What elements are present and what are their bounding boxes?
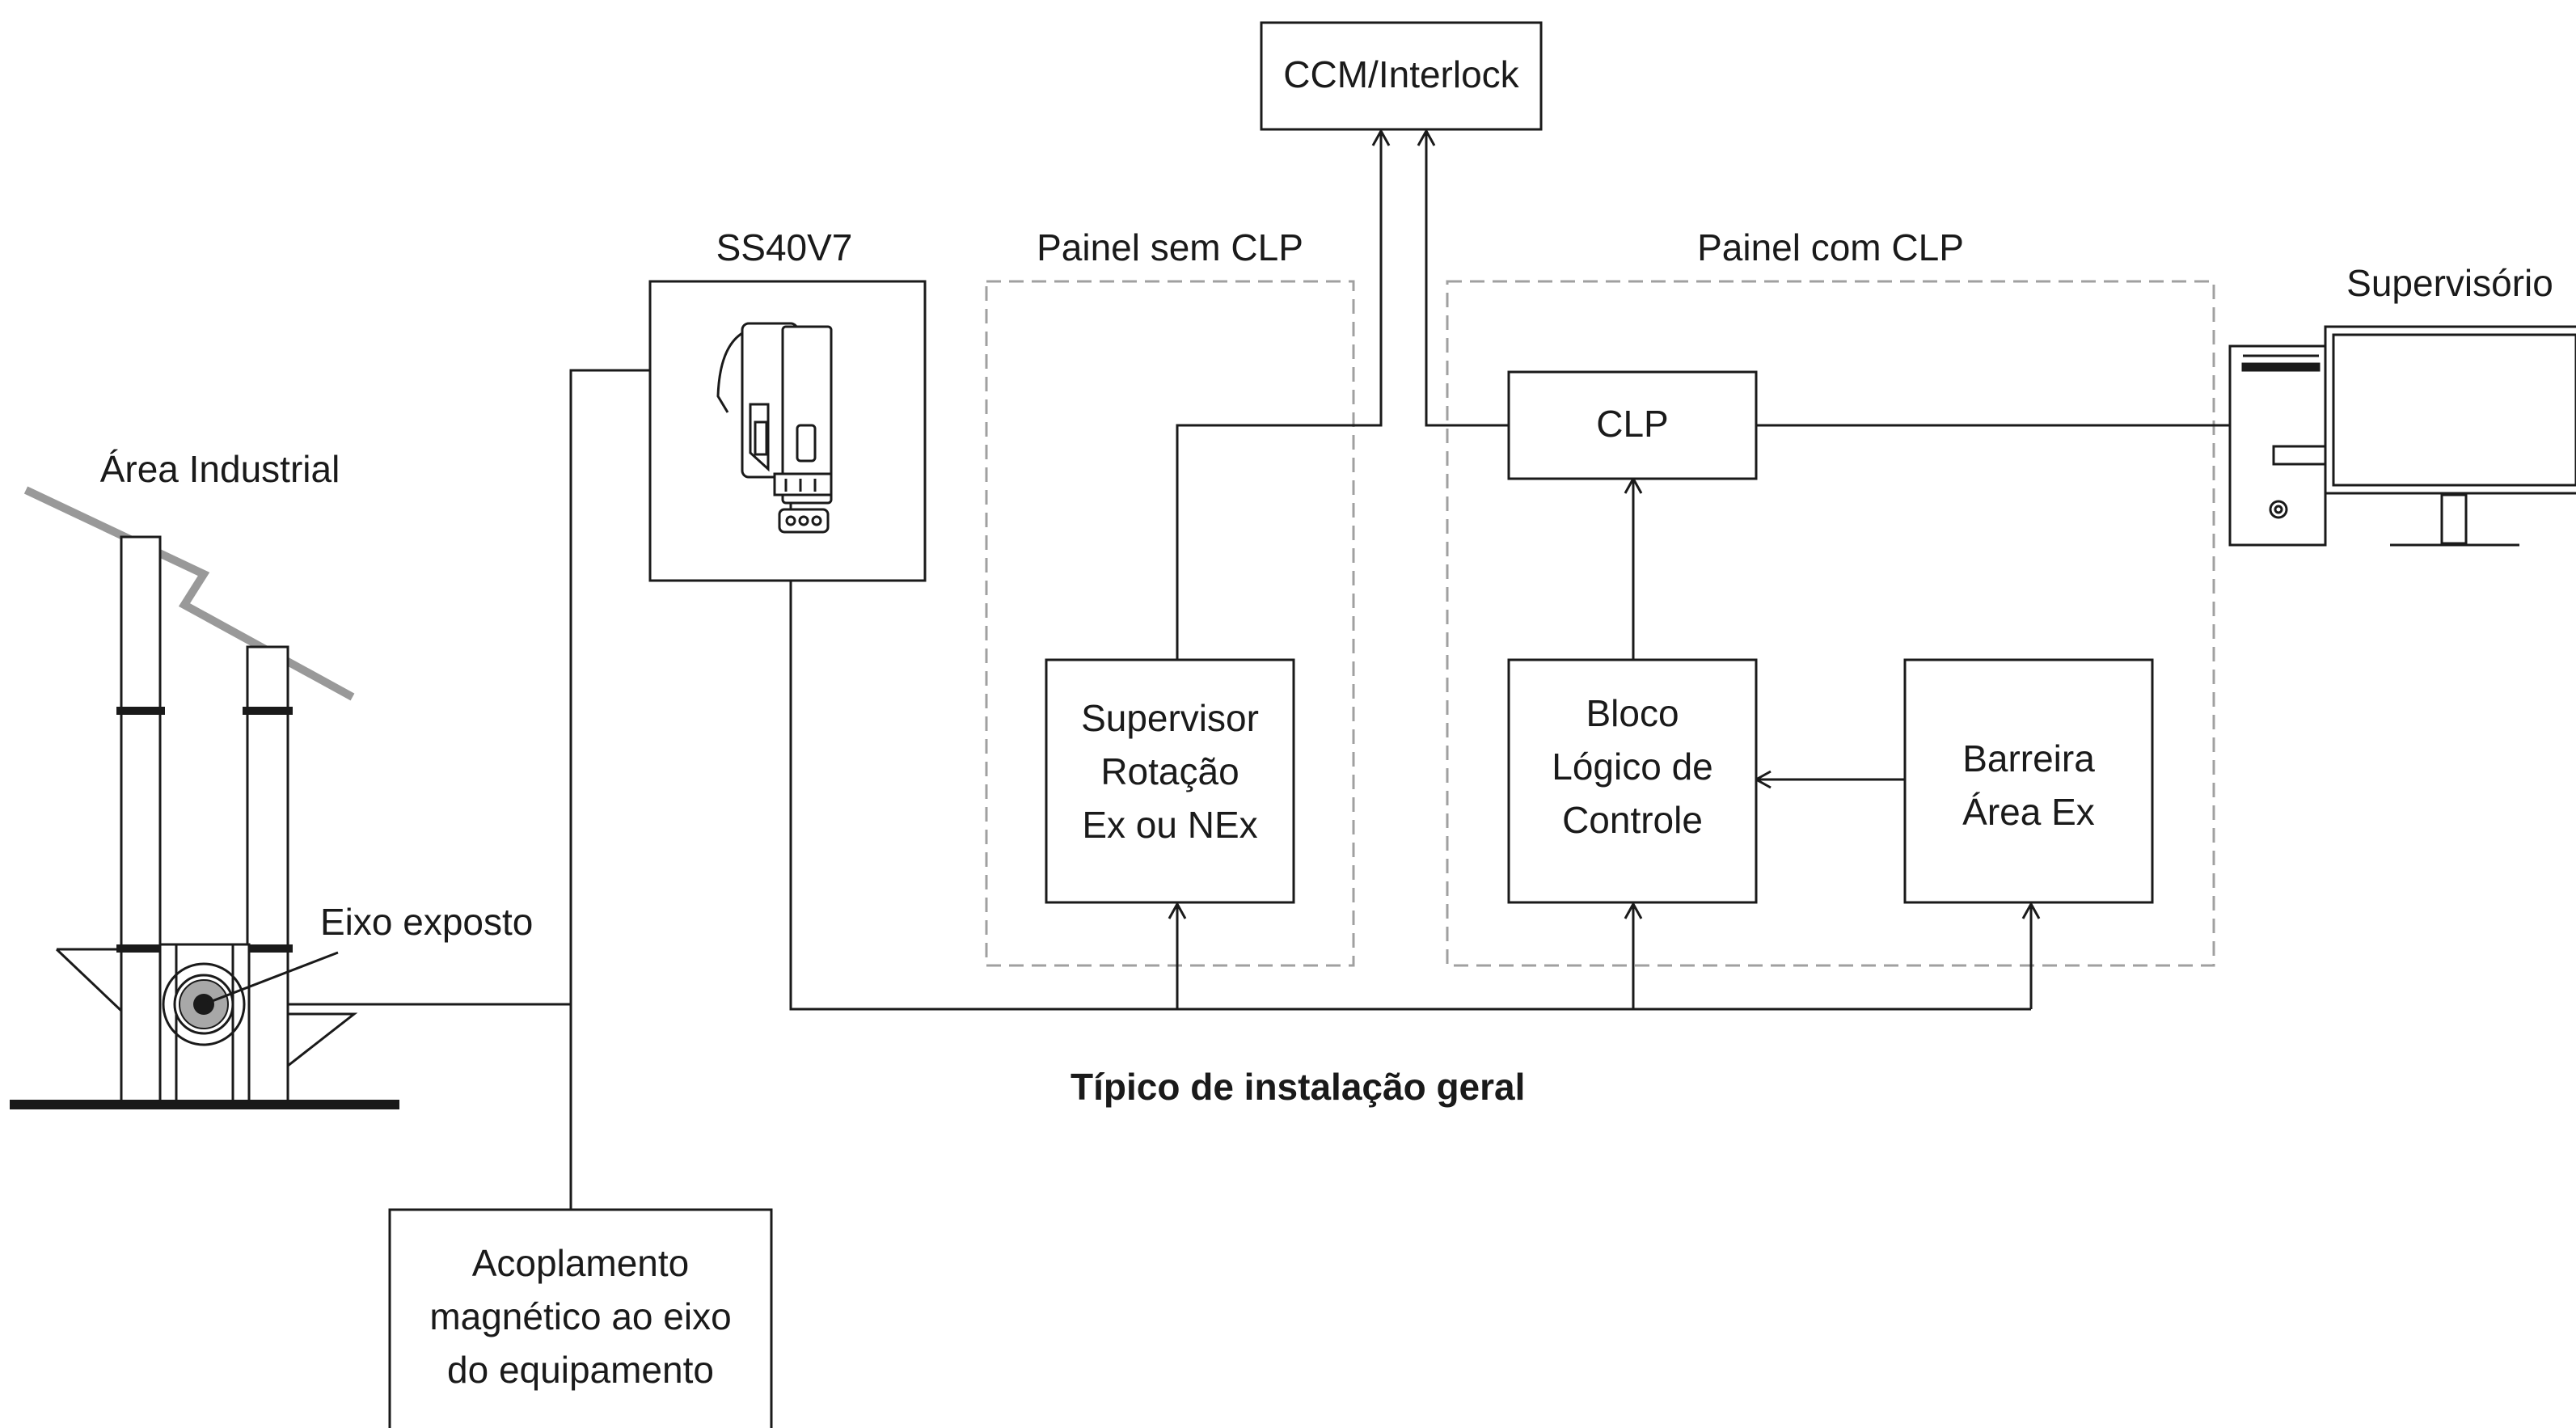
arrowhead-bloco-bottom xyxy=(1624,901,1643,919)
supervisorio-label: Supervisório xyxy=(2346,262,2553,304)
diagram-caption: Típico de instalação geral xyxy=(1071,1066,1525,1108)
ss40v7-label: SS40V7 xyxy=(716,226,853,268)
supervisorio-node: Supervisório xyxy=(2228,262,2576,547)
bloco-line-3: Controle xyxy=(1562,799,1703,841)
supervisor-to-ccm xyxy=(1176,131,1383,660)
acoplamento-line-3: do equipamento xyxy=(447,1349,714,1391)
acoplamento-line-1: Acoplamento xyxy=(472,1242,690,1284)
bloco-line-1: Bloco xyxy=(1586,692,1679,734)
panel-sem-clp: Painel sem CLP xyxy=(985,226,1355,967)
bus-wire xyxy=(789,534,2031,1011)
ccm-interlock-label: CCM/Interlock xyxy=(1283,53,1519,95)
clp-node: CLP xyxy=(1507,370,1758,480)
panel-com-clp-title: Painel com CLP xyxy=(1697,226,1964,268)
supervisor-line-1: Supervisor xyxy=(1081,697,1259,739)
area-industrial-label: Área Industrial xyxy=(100,448,340,490)
machine-structure-icon xyxy=(10,486,399,1109)
arrowhead-ccm-right xyxy=(1417,128,1436,146)
barreira-line-2: Área Ex xyxy=(1962,791,2095,833)
sensor-device-icon xyxy=(716,322,833,534)
bloco-line-2: Lógico de xyxy=(1552,746,1713,788)
arrowhead-supervisor xyxy=(1168,901,1187,919)
arrowhead-barreira xyxy=(2021,901,2041,919)
clp-to-ccm xyxy=(1425,131,1509,427)
arrowhead-ccm-left xyxy=(1371,128,1391,146)
bloco-logico-node: Bloco Lógico de Controle xyxy=(1507,658,1758,904)
acoplamento-line-2: magnético ao eixo xyxy=(429,1295,731,1337)
industrial-area-node: Área Industrial xyxy=(10,448,533,1109)
supervisor-rotacao-node: Supervisor Rotação Ex ou NEx xyxy=(1045,658,1295,904)
eixo-exposto-label: Eixo exposto xyxy=(320,901,533,943)
supervisor-line-3: Ex ou NEx xyxy=(1082,804,1257,846)
computer-icon xyxy=(2228,325,2576,547)
clp-label: CLP xyxy=(1596,403,1668,445)
ss40v7-node: SS40V7 xyxy=(648,226,927,582)
eixo-exposto-leader xyxy=(203,951,339,1006)
acoplamento-node: Acoplamento magnético ao eixo do equipam… xyxy=(388,1208,773,1428)
supervisor-line-2: Rotação xyxy=(1100,750,1239,792)
barreira-line-1: Barreira xyxy=(1962,737,2095,779)
barreira-node: Barreira Área Ex xyxy=(1903,658,2154,904)
panel-com-clp: Painel com CLP xyxy=(1446,226,2215,967)
panel-sem-clp-title: Painel sem CLP xyxy=(1037,226,1303,268)
ccm-interlock-node: CCM/Interlock xyxy=(1260,21,1543,131)
